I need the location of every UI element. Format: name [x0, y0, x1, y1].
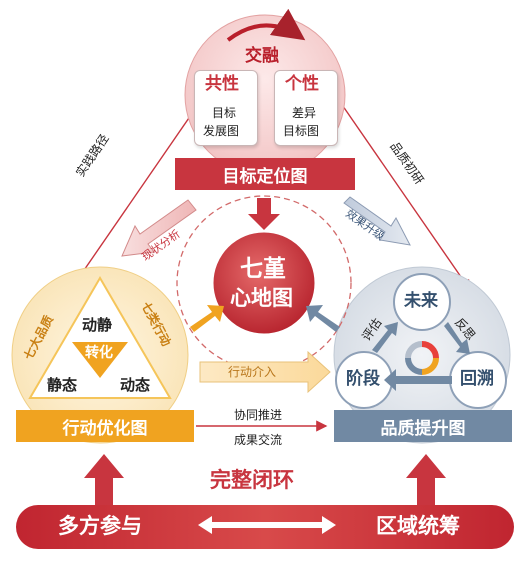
result-exchange-label: 成果交流: [234, 433, 283, 447]
goal-positioning-label: 目标定位图: [175, 158, 355, 190]
common-line2: 发展图: [203, 124, 240, 138]
action-optimization-text: 行动优化图: [62, 418, 148, 439]
center-line1: 七堇: [240, 256, 286, 282]
individual-line2: 目标图: [283, 124, 320, 138]
individual-line1: 差异: [292, 106, 317, 120]
multi-party-label: 多方参与: [58, 514, 142, 538]
action-optimization-label: 行动优化图: [16, 410, 194, 442]
common-card: 共性 目标 发展图: [194, 70, 258, 146]
static-label: 静态: [47, 376, 78, 394]
arrow-up-left: [84, 454, 124, 508]
individual-card: 个性 差异 目标图: [274, 70, 338, 146]
arrow-top-to-center: [248, 198, 280, 230]
common-title: 共性: [205, 74, 239, 94]
retrace-label: 回溯: [460, 369, 494, 389]
fusion-arrow: [226, 8, 306, 42]
transform-label: 转化: [85, 345, 113, 361]
future-node: [393, 273, 451, 331]
arrow-retrace-to-stage: [384, 369, 452, 391]
dynamic-label: 动态: [120, 376, 151, 394]
common-line1: 目标: [212, 106, 237, 120]
arrow-left-to-center: [190, 305, 224, 332]
closed-loop-label: 完整闭环: [210, 468, 294, 492]
quality-upgrade-text: 品质提升图: [380, 418, 466, 439]
arrow-up-right: [406, 454, 446, 508]
arrow-right-to-center: [306, 305, 340, 332]
goal-positioning-text: 目标定位图: [222, 166, 308, 187]
dynamic-static-label: 动静: [82, 316, 113, 334]
future-label: 未来: [404, 291, 438, 311]
double-arrow-icon: [198, 516, 336, 534]
transform-triangle: [72, 342, 128, 378]
action-intervention-label: 行动介入: [228, 365, 277, 379]
arrow-action-intervention: [199, 350, 331, 394]
arrow-effect-upgrade: [343, 196, 411, 246]
quality-upgrade-label: 品质提升图: [334, 410, 512, 442]
collaborate-label: 协同推进: [234, 408, 283, 422]
individual-title: 个性: [285, 74, 319, 94]
arrow-future-to-retrace: [444, 322, 470, 354]
center-dashed-ring: [176, 195, 352, 371]
regional-label: 区域统筹: [376, 514, 460, 538]
center-line2: 心地图: [230, 286, 293, 310]
center-circle: [210, 229, 318, 337]
left-triangle: [28, 276, 172, 399]
arrow-status-analysis: [121, 199, 197, 257]
cycle-ring-icon: [405, 341, 439, 375]
arrow-stage-to-future: [372, 322, 398, 353]
stage-label: 阶段: [346, 369, 380, 389]
fusion-label: 交融: [245, 46, 279, 66]
